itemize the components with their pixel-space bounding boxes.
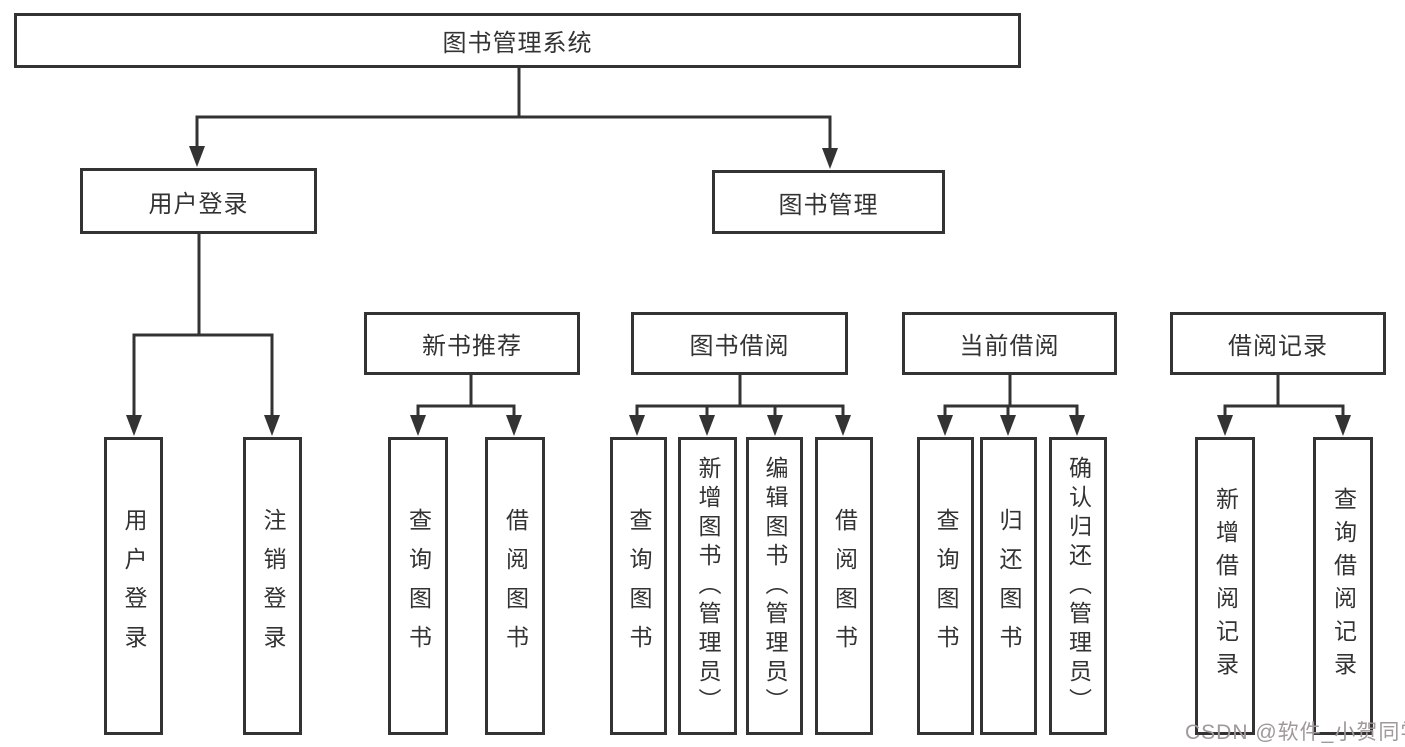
node-label: 借阅记录 (1228, 333, 1328, 360)
node-label: 图书管理 (778, 191, 879, 219)
leaf-query-book-current: 查询图书 (917, 437, 974, 735)
leaf-label: 注销登录 (260, 508, 286, 664)
leaf-label: 查询图书 (626, 508, 652, 664)
leaf-query-book-borrow: 查询图书 (610, 437, 667, 735)
leaf-add-book-admin: 新增图书（管理员） (678, 437, 737, 735)
node-book-borrow: 图书借阅 (631, 312, 848, 375)
leaf-label: 借阅图书 (502, 508, 529, 664)
leaf-confirm-return-admin: 确认归还（管理员） (1049, 437, 1107, 735)
leaf-label: 新增借阅记录 (1212, 487, 1239, 685)
node-label: 图书管理系统 (442, 30, 593, 57)
node-current-borrow: 当前借阅 (902, 312, 1117, 375)
leaf-borrow-book: 借阅图书 (815, 437, 873, 735)
leaf-return-book: 归还图书 (980, 437, 1037, 735)
leaf-label: 查询图书 (405, 508, 432, 664)
leaf-label: 查询图书 (933, 508, 959, 664)
leaf-label: 归还图书 (996, 508, 1022, 664)
leaf-query-book-recommend: 查询图书 (388, 437, 448, 735)
node-borrow-record: 借阅记录 (1170, 312, 1386, 375)
leaf-logout: 注销登录 (243, 437, 302, 735)
leaf-label: 确认归还（管理员） (1065, 455, 1092, 717)
leaf-user-login: 用户登录 (104, 437, 163, 735)
leaf-label: 新增图书（管理员） (695, 455, 721, 717)
node-label: 新书推荐 (422, 333, 522, 360)
leaf-label: 编辑图书（管理员） (762, 455, 788, 717)
leaf-edit-book-admin: 编辑图书（管理员） (746, 437, 803, 735)
leaf-borrow-book-recommend: 借阅图书 (485, 437, 545, 735)
node-new-book-recommend: 新书推荐 (364, 312, 580, 375)
node-book-management: 图书管理 (712, 170, 945, 234)
leaf-label: 借阅图书 (831, 508, 858, 664)
node-library-system: 图书管理系统 (14, 13, 1021, 68)
node-user-login: 用户登录 (80, 168, 317, 234)
node-label: 当前借阅 (959, 333, 1060, 360)
node-label: 图书借阅 (689, 333, 790, 360)
leaf-query-borrow-record: 查询借阅记录 (1313, 437, 1373, 735)
node-label: 用户登录 (148, 190, 249, 218)
leaf-add-borrow-record: 新增借阅记录 (1195, 437, 1255, 735)
leaf-label: 查询借阅记录 (1330, 487, 1357, 685)
leaf-label: 用户登录 (121, 508, 147, 664)
csdn-watermark: CSDN @软件_小贺同学 (1185, 721, 1405, 744)
